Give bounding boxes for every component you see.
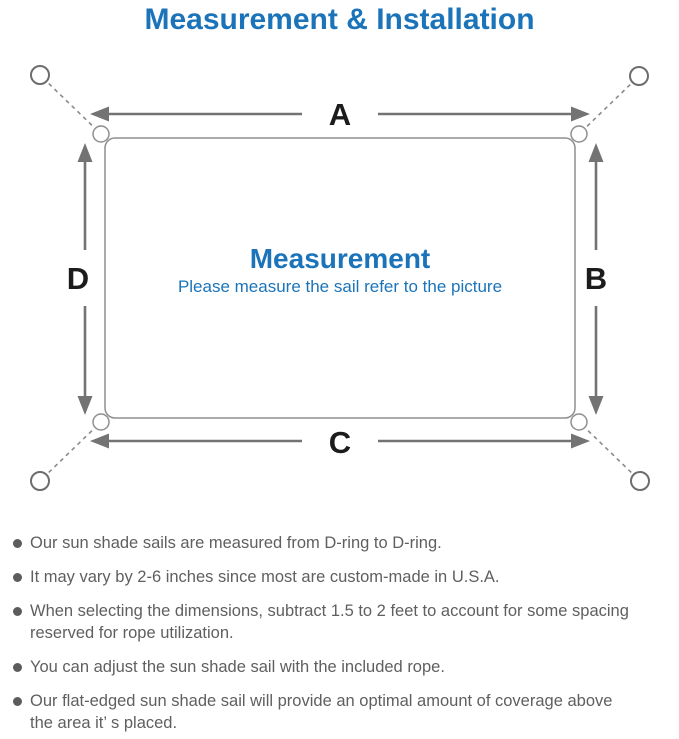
list-item: When selecting the dimensions, subtract … xyxy=(13,600,673,644)
anchor-ring-bottom-left-icon xyxy=(30,470,50,491)
label-a: A xyxy=(329,97,351,132)
list-item: Our sun shade sails are measured from D-… xyxy=(13,532,673,554)
notes-list: Our sun shade sails are measured from D-… xyxy=(0,532,679,734)
d-ring-top-right-icon xyxy=(570,124,588,143)
rope-dash-top-left xyxy=(42,76,104,137)
bullet-icon xyxy=(13,572,22,582)
arrowhead-down-icon xyxy=(588,395,604,415)
bullet-icon xyxy=(13,538,22,548)
anchor-ring-top-left-icon xyxy=(30,64,50,85)
dimension-d: D xyxy=(67,142,93,415)
list-item: It may vary by 2-6 inches since most are… xyxy=(13,566,673,588)
arrowhead-down-icon xyxy=(77,395,93,415)
note-text: You can adjust the sun shade sail with t… xyxy=(30,657,445,676)
measurement-heading: Measurement xyxy=(250,243,431,274)
rope-dash-bottom-right xyxy=(576,418,638,479)
bullet-icon xyxy=(13,662,22,672)
dimension-c: C xyxy=(90,425,590,460)
d-ring-top-left-icon xyxy=(92,124,110,143)
bullet-icon xyxy=(13,606,22,616)
note-text: Our sun shade sails are measured from D-… xyxy=(30,533,442,552)
anchor-ring-top-right-icon xyxy=(629,65,649,86)
d-ring-bottom-left-icon xyxy=(92,412,110,431)
note-text: Our flat-edged sun shade sail will provi… xyxy=(30,691,613,732)
dimension-b: B xyxy=(585,142,607,415)
arrowhead-up-icon xyxy=(588,142,604,162)
page-title: Measurement & Installation xyxy=(144,3,535,36)
arrowhead-right-icon xyxy=(571,106,590,121)
d-ring-bottom-right-icon xyxy=(570,412,588,431)
rope-dash-top-right xyxy=(576,77,637,137)
label-b: B xyxy=(585,261,607,296)
note-text: When selecting the dimensions, subtract … xyxy=(30,601,629,642)
rope-dash-bottom-left xyxy=(42,418,104,479)
anchor-ring-bottom-right-icon xyxy=(630,470,650,491)
arrowhead-right-icon xyxy=(571,433,590,448)
arrowhead-left-icon xyxy=(90,433,109,448)
list-item: Our flat-edged sun shade sail will provi… xyxy=(13,690,673,734)
dimension-a: A xyxy=(90,97,590,132)
note-text: It may vary by 2-6 inches since most are… xyxy=(30,567,500,586)
bullet-icon xyxy=(13,696,22,706)
arrowhead-left-icon xyxy=(90,106,109,121)
label-c: C xyxy=(329,425,351,460)
measurement-subtitle: Please measure the sail refer to the pic… xyxy=(178,277,502,296)
list-item: You can adjust the sun shade sail with t… xyxy=(13,656,673,678)
label-d: D xyxy=(67,261,89,296)
sail-outline xyxy=(104,136,576,419)
arrowhead-up-icon xyxy=(77,142,93,162)
measurement-diagram: A C D B Measurement Please meas xyxy=(30,64,650,491)
